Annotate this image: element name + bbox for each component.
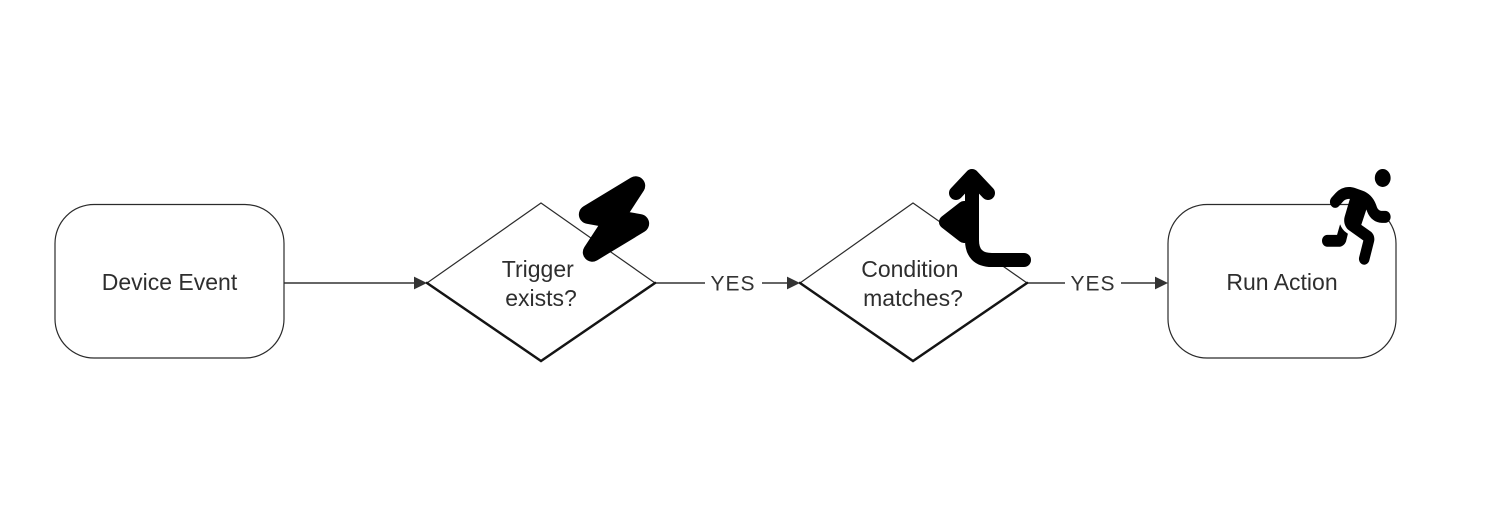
edge-condition-runaction: YES [1027, 273, 1168, 296]
person-running-icon [1322, 169, 1391, 265]
edge-device-event-trigger [284, 276, 427, 290]
node-trigger-exists: Trigger exists? [425, 176, 657, 363]
node-shape-accent [798, 281, 1029, 363]
node-label: Device Event [102, 269, 238, 295]
lightning-bolt-icon [578, 176, 650, 262]
node-label: Condition matches? [861, 256, 965, 311]
node-shape [798, 202, 1029, 362]
node-label: Run Action [1226, 269, 1337, 295]
edge-trigger-condition: YES [655, 273, 800, 296]
edge-label-yes: YES [1070, 273, 1115, 296]
arrowhead [414, 276, 427, 290]
arrows-split-up-left-icon [939, 169, 1031, 267]
arrowhead [787, 276, 800, 290]
arrowhead [1155, 276, 1168, 290]
node-condition-matches: Condition matches? [798, 169, 1031, 363]
node-label: Trigger exists? [502, 256, 580, 311]
edge-label-yes: YES [710, 273, 755, 296]
node-run-action: Run Action [1167, 169, 1397, 359]
node-shape [54, 203, 285, 359]
node-shape-accent [425, 281, 657, 363]
node-device-event: Device Event [54, 203, 285, 359]
